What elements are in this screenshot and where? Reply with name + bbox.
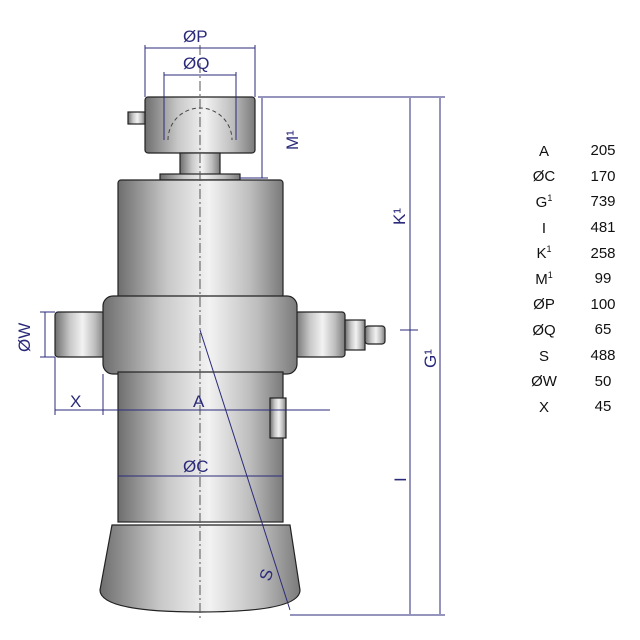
dimension-value: 45 [594, 398, 612, 416]
left-trunnion [54, 311, 106, 358]
table-row: ØC 170 [515, 164, 635, 190]
dimension-value: 65 [594, 321, 612, 339]
table-row: A 205 [515, 138, 635, 164]
table-row: ØW 50 [515, 368, 635, 394]
dimension-key: ØW [531, 373, 557, 391]
right-trunnion [294, 311, 346, 358]
table-row: G1 739 [515, 189, 635, 215]
nipple-tip [364, 325, 386, 345]
dimension-value: 100 [590, 295, 616, 313]
dimension-key: K1 [536, 244, 552, 263]
dimension-value: 50 [594, 372, 612, 390]
dimension-value: 481 [590, 219, 616, 237]
dimension-key: S [538, 347, 549, 365]
table-row: M1 99 [515, 266, 635, 292]
dimension-key: ØQ [532, 321, 556, 339]
dimension-key: A [538, 142, 549, 160]
dim-label-k: K¹ [390, 208, 409, 225]
set-screw [127, 111, 146, 125]
dimension-value: 488 [590, 347, 616, 365]
table-row: ØQ 65 [515, 317, 635, 343]
label-plate [269, 397, 287, 439]
dim-label-m: M¹ [283, 130, 302, 150]
dimension-key: X [538, 398, 549, 416]
dim-label-x: X [70, 392, 81, 411]
dimension-key: G1 [535, 192, 553, 211]
grease-nipple [344, 319, 366, 351]
table-row: S 488 [515, 343, 635, 369]
dimension-key: I [541, 219, 547, 237]
dim-label-c: ØC [183, 457, 209, 476]
dimension-value: 99 [594, 270, 612, 288]
s-dimension-line [199, 329, 291, 611]
dimension-key: ØP [533, 296, 555, 314]
dimension-value: 739 [590, 193, 616, 211]
dimension-value: 205 [590, 142, 616, 160]
dim-label-p: ØP [183, 27, 208, 46]
dimension-value: 258 [590, 244, 616, 262]
dim-label-q: ØQ [183, 54, 209, 73]
table-row: ØP 100 [515, 292, 635, 318]
dim-label-i: I [391, 477, 410, 482]
table-row: I 481 [515, 215, 635, 241]
dimension-key: ØC [532, 168, 556, 186]
dim-label-s: S [256, 567, 278, 584]
dimension-value: 170 [590, 167, 616, 185]
dim-label-a: A [193, 392, 205, 411]
table-row: X 45 [515, 394, 635, 420]
dim-label-w: ØW [15, 323, 34, 352]
dimension-key: M1 [535, 269, 553, 288]
table-row: K1 258 [515, 240, 635, 266]
dim-label-g: G¹ [421, 349, 440, 368]
dimension-lines [40, 45, 445, 616]
